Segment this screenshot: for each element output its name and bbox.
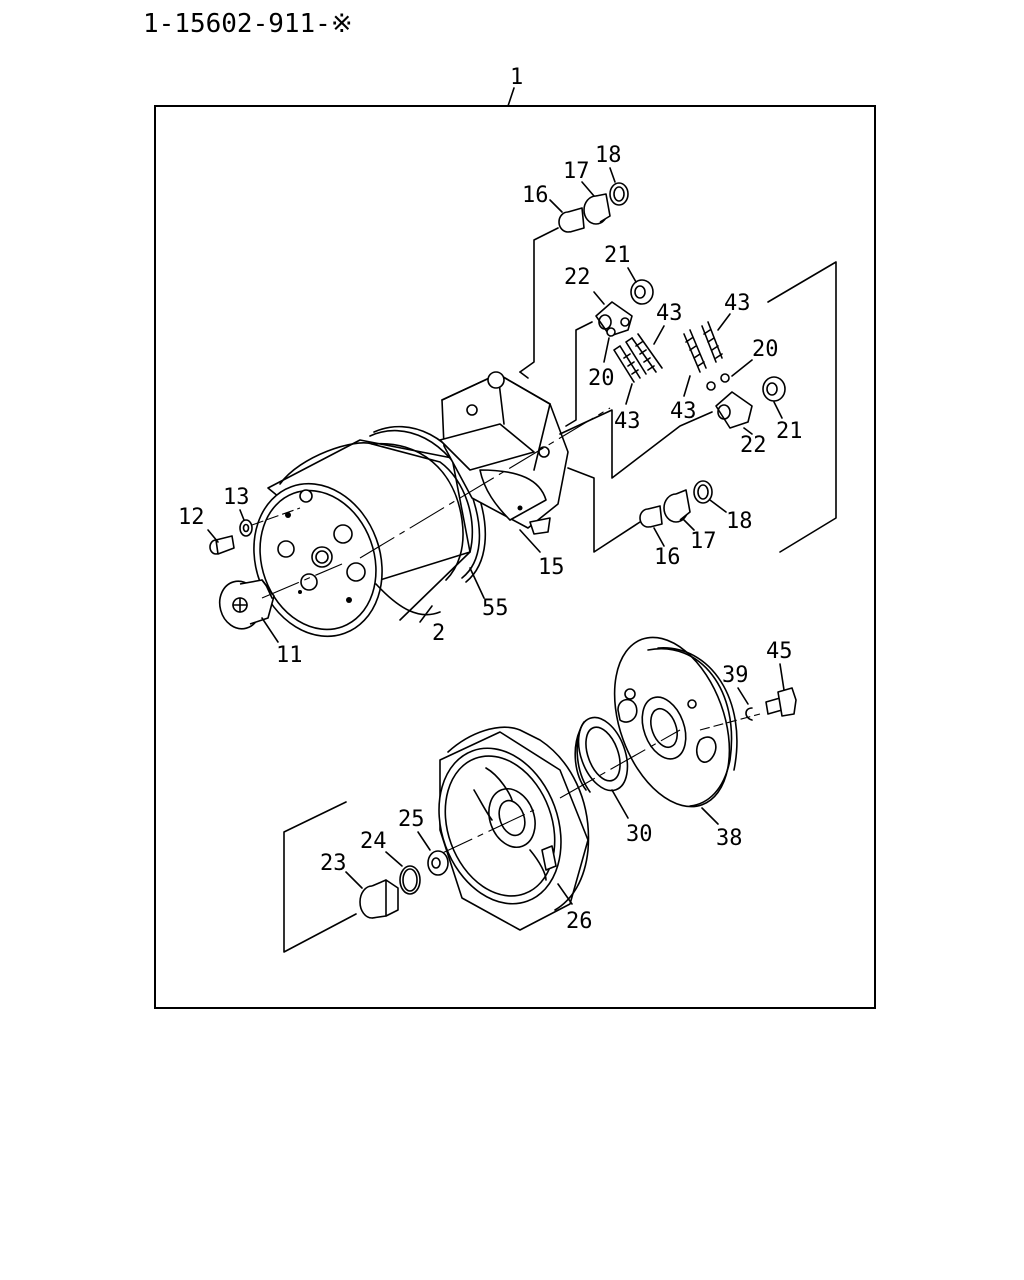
part-17-lower-sleeve (663, 489, 691, 523)
part-16-lower-bushing (639, 505, 663, 528)
callout-39: 39 (722, 663, 749, 688)
callout-16b: 16 (654, 545, 681, 570)
callout-1: 1 (510, 65, 523, 90)
callout-43a: 43 (614, 409, 641, 434)
drawing-number: 1-15602-911-※ (143, 9, 353, 39)
part-13-washer (239, 519, 253, 537)
callout-38: 38 (716, 826, 743, 851)
part-11-plug (218, 579, 275, 630)
callout-2: 2 (432, 621, 445, 646)
callout-43b: 43 (656, 301, 683, 326)
callout-26: 26 (566, 909, 593, 934)
callout-21b: 21 (776, 419, 803, 444)
callout-43d: 43 (724, 291, 751, 316)
part-18-top-ring (609, 182, 629, 206)
callout-17b: 17 (690, 529, 717, 554)
part-20-right-balls (706, 373, 730, 391)
part-43-springs-right (683, 321, 723, 373)
callout-24: 24 (360, 829, 387, 854)
callout-17a: 17 (563, 159, 590, 184)
callout-11: 11 (276, 643, 303, 668)
part-22-right-housing (715, 391, 753, 429)
callout-13: 13 (223, 485, 250, 510)
part-23-plug-bolt (359, 879, 399, 919)
callout-12: 12 (178, 505, 205, 530)
callout-20b: 20 (752, 337, 779, 362)
part-39-clip (745, 707, 753, 721)
part-38-cover-disc (613, 636, 738, 808)
part-45-bolt (765, 687, 797, 717)
part-20-upper-balls (606, 317, 630, 337)
part-16-top-bushing (558, 207, 585, 233)
callout-43c: 43 (670, 399, 697, 424)
part-12-bolt (209, 535, 235, 555)
part-21-right-bearing (762, 376, 786, 402)
callout-22b: 22 (740, 433, 767, 458)
callout-30: 30 (626, 822, 653, 847)
part-25-washer (427, 850, 449, 876)
callout-18a: 18 (595, 143, 622, 168)
part-21-upper-bearing (630, 279, 654, 305)
callout-45: 45 (766, 639, 793, 664)
callout-23: 23 (320, 851, 347, 876)
part-26-drum (438, 726, 590, 931)
callout-20a: 20 (588, 366, 615, 391)
part-24-o-ring (399, 865, 421, 895)
part-17-top-sleeve (583, 193, 611, 225)
callout-21a: 21 (604, 243, 631, 268)
callout-15: 15 (538, 555, 565, 580)
part-2-housing (253, 439, 474, 638)
callout-18b: 18 (726, 509, 753, 534)
part-43-springs-left (613, 333, 663, 383)
callout-55: 55 (482, 596, 509, 621)
callout-22a: 22 (564, 265, 591, 290)
callout-16a: 16 (522, 183, 549, 208)
part-18-lower-ring (693, 480, 713, 504)
assembly-frame (154, 105, 876, 1009)
callout-25: 25 (398, 807, 425, 832)
